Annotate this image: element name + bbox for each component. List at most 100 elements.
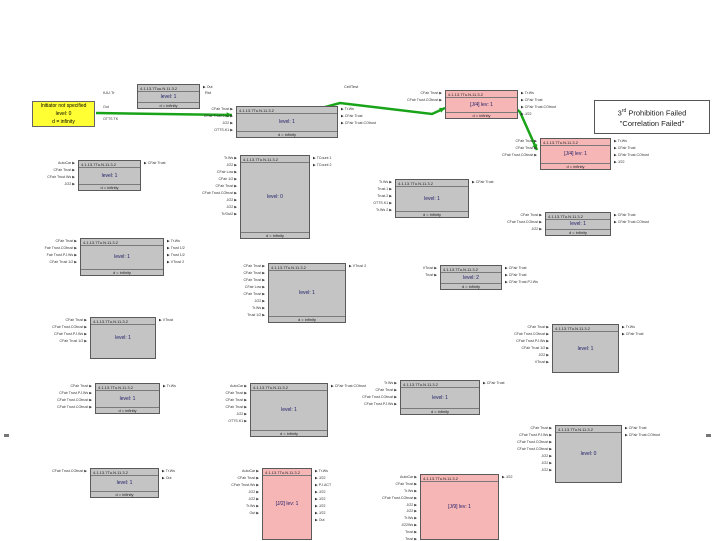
input-pin[interactable]: CFair Low ▶ bbox=[216, 170, 237, 174]
input-pin[interactable]: CFair Trust ▶ bbox=[237, 476, 259, 480]
input-pin[interactable]: CFair Trust.PJ.Ws ▶ bbox=[364, 402, 397, 406]
input-pin[interactable]: CFair Trust.COtrust ▶ bbox=[517, 447, 552, 451]
output-pin[interactable]: ▶ CFair Trust bbox=[505, 273, 527, 277]
function-block[interactable]: 4.1.13.7Tu.N.11.3.2[J/2] lev: 1 bbox=[262, 468, 312, 540]
input-pin[interactable]: CFair Trust ▶ bbox=[520, 213, 542, 217]
input-pin[interactable]: J/22 ▶ bbox=[226, 163, 237, 167]
output-pin[interactable]: ▶ Tr.Ws bbox=[315, 469, 328, 473]
output-pin[interactable]: ▶ J/22 bbox=[315, 476, 326, 480]
input-pin[interactable]: CFair Trust.PJ.Ws ▶ bbox=[516, 339, 549, 343]
output-pin[interactable]: ▶ CFair Trust.PJ.Ws bbox=[505, 280, 538, 284]
input-pin[interactable]: CFair Trust.COtrust ▶ bbox=[202, 191, 237, 195]
input-pin[interactable]: CFair Trust ▶ bbox=[65, 318, 87, 322]
output-pin[interactable]: ▶ Tr.Ws bbox=[521, 91, 534, 95]
output-pin[interactable]: ▶ CFair Trust bbox=[622, 332, 644, 336]
input-pin[interactable]: CFair Trust.Ws ▶ bbox=[47, 175, 75, 179]
input-pin[interactable]: OTTS.K1 ▶ bbox=[214, 128, 233, 132]
input-pin[interactable]: CFair Trust ▶ bbox=[375, 388, 397, 392]
input-pin[interactable]: Tr.Ws ▶ bbox=[403, 489, 417, 493]
output-pin[interactable]: ▶ TCount 2 bbox=[313, 163, 332, 167]
output-pin[interactable]: ▶ Tr.Ws bbox=[341, 107, 354, 111]
input-pin[interactable]: CFair Trust.PJ.Ws ▶ bbox=[59, 391, 92, 395]
output-pin[interactable]: ▶ CFair Trust bbox=[625, 426, 647, 430]
input-pin[interactable]: CFair Trust ▶ bbox=[211, 107, 233, 111]
initiator-out-pin-2[interactable]: OTTS TK bbox=[103, 117, 119, 121]
output-pin[interactable]: ▶ CFair Trust bbox=[341, 114, 363, 118]
input-pin[interactable]: CFair Trust.COtrust ▶ bbox=[507, 220, 542, 224]
input-pin[interactable]: Out ▶ bbox=[249, 511, 259, 515]
output-pin[interactable]: ▶ CFair Trust bbox=[144, 161, 166, 165]
output-pin[interactable]: ▶ J/22 bbox=[315, 511, 326, 515]
input-pin[interactable]: OTTS.K1 ▶ bbox=[228, 419, 247, 423]
input-pin[interactable]: CFair 1/2 ▶ bbox=[218, 177, 237, 181]
input-pin[interactable]: CFair Trust.COtrust ▶ bbox=[362, 395, 397, 399]
output-pin[interactable]: ▶ J/22 bbox=[315, 504, 326, 508]
input-pin[interactable]: Tr/Out2 ▶ bbox=[221, 212, 237, 216]
input-pin[interactable]: CFair Trust.PJ.Ws ▶ bbox=[519, 433, 552, 437]
input-pin[interactable]: CFair Trust ▶ bbox=[243, 271, 265, 275]
input-pin[interactable]: Fair Trust.PJ.Ws ▶ bbox=[46, 253, 77, 257]
output-pin[interactable]: ▶ CFair Trust.COtrust bbox=[614, 220, 649, 224]
input-pin[interactable]: AutoCar ▶ bbox=[400, 475, 417, 479]
input-pin[interactable]: CFair Trust.COtrust ▶ bbox=[502, 153, 537, 157]
input-pin[interactable]: J/22 ▶ bbox=[538, 353, 549, 357]
input-pin[interactable]: CFair Trust ▶ bbox=[55, 239, 77, 243]
output-pin[interactable]: ▶ CFair Trust bbox=[505, 266, 527, 270]
input-pin[interactable]: CFair Trust ▶ bbox=[225, 398, 247, 402]
input-pin[interactable]: CFair Trust ▶ bbox=[530, 426, 552, 430]
output-pin[interactable]: ▶ Trust 1/2 bbox=[167, 246, 185, 250]
input-pin[interactable]: Tr.Ws ▶ bbox=[245, 504, 259, 508]
output-pin[interactable]: ▶ CFair Trust bbox=[614, 146, 636, 150]
function-block[interactable]: 4.1.13.7Tu.N.11.3.2[J/9] lev: 1 bbox=[420, 474, 499, 540]
input-pin[interactable]: J/22 ▶ bbox=[406, 503, 417, 507]
output-pin[interactable]: ▶ Tr.Ws bbox=[614, 139, 627, 143]
input-pin[interactable]: CFair Trust ▶ bbox=[243, 278, 265, 282]
input-pin[interactable]: J/22 ▶ bbox=[541, 454, 552, 458]
input-pin[interactable]: Trust 1/2 ▶ bbox=[247, 313, 265, 317]
input-pin[interactable]: J/22 ▶ bbox=[226, 205, 237, 209]
input-pin[interactable]: CFair Trust.Ws ▶ bbox=[231, 483, 259, 487]
input-pin[interactable]: Trust.1 ▶ bbox=[377, 187, 392, 191]
input-pin[interactable]: CFair Trust.COtrust ▶ bbox=[514, 332, 549, 336]
output-pin[interactable]: ▶ Out bbox=[203, 85, 213, 89]
input-pin[interactable]: CFair Trust 1/2 ▶ bbox=[521, 346, 549, 350]
input-pin[interactable]: AutoCar ▶ bbox=[58, 161, 75, 165]
output-pin[interactable]: ▶ Out bbox=[315, 518, 325, 522]
input-pin[interactable]: Tr.Ws ▶ bbox=[223, 156, 237, 160]
input-pin[interactable]: AutoCar ▶ bbox=[230, 384, 247, 388]
input-pin[interactable]: CFair Trust.COtrust ▶ bbox=[517, 440, 552, 444]
output-pin[interactable]: ▶ CFair Trust bbox=[472, 180, 494, 184]
input-pin[interactable]: J/22 ▶ bbox=[248, 490, 259, 494]
output-pin[interactable]: ▶ PJ.ACT bbox=[315, 483, 332, 487]
input-pin[interactable]: Trust ▶ bbox=[405, 537, 417, 541]
output-pin[interactable]: ▶ J/22 bbox=[315, 497, 326, 501]
input-pin[interactable]: J/22 ▶ bbox=[226, 198, 237, 202]
output-pin[interactable]: ▶ CFair Trust bbox=[483, 381, 505, 385]
input-pin[interactable]: CFair Trust ▶ bbox=[515, 146, 537, 150]
input-pin[interactable]: CFair Low ▶ bbox=[244, 285, 265, 289]
output-pin[interactable]: ▶ Tr.Ws bbox=[622, 325, 635, 329]
output-pin[interactable]: ▶ CFair Trust.COtrust bbox=[331, 384, 366, 388]
input-pin[interactable]: CFair Trust ▶ bbox=[515, 139, 537, 143]
input-pin[interactable]: J/22 ▶ bbox=[236, 412, 247, 416]
output-pin[interactable]: ▶ J/22 bbox=[521, 112, 532, 116]
input-pin[interactable]: CFair Trust ▶ bbox=[53, 168, 75, 172]
input-pin[interactable]: Tr.Ws 2 ▶ bbox=[375, 208, 392, 212]
input-pin[interactable]: J/22 ▶ bbox=[541, 461, 552, 465]
input-pin[interactable]: Tr.Ws ▶ bbox=[403, 516, 417, 520]
input-pin[interactable]: CFair Trust.COtrust ▶ bbox=[57, 398, 92, 402]
input-pin[interactable]: Trust ▶ bbox=[425, 273, 437, 277]
input-pin[interactable]: Trust.2 ▶ bbox=[377, 194, 392, 198]
output-pin[interactable]: ▶ Out bbox=[162, 476, 172, 480]
input-pin[interactable]: CFair Trust ▶ bbox=[420, 91, 442, 95]
